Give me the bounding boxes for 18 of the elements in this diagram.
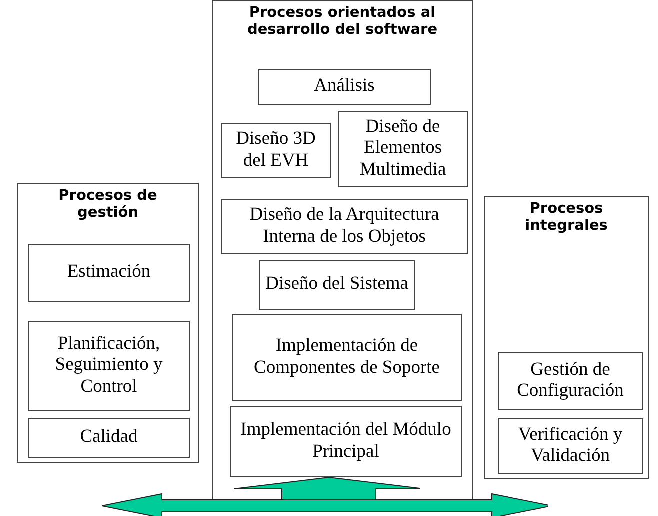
process-box: Diseño de la Arquitectura Interna de los Objetos: [221, 199, 468, 254]
process-box: Diseño del Sistema: [259, 260, 415, 310]
process-box: Diseño de Elementos Multimedia: [338, 111, 468, 187]
group-heading: Procesos orientados al desarrollo del software: [246, 5, 439, 40]
process-box: Implementación de Componentes de Soporte: [232, 314, 462, 401]
process-box: Análisis: [258, 69, 431, 105]
process-group-panel: [17, 183, 199, 463]
process-group-panel: [484, 196, 649, 479]
process-box: Verificación y Validación: [498, 418, 643, 474]
process-group-panel: [212, 0, 473, 501]
group-heading: Procesos integrales: [524, 201, 609, 236]
process-box: Diseño 3D del EVH: [221, 123, 331, 178]
process-box: Implementación del Módulo Principal: [230, 406, 462, 477]
process-box: Planificación, Seguimiento y Control: [28, 321, 190, 411]
process-box: Calidad: [28, 418, 190, 458]
process-box: Gestión de Configuración: [498, 352, 643, 410]
process-box: Estimación: [28, 244, 190, 302]
group-heading: Procesos de gestión: [58, 188, 158, 223]
